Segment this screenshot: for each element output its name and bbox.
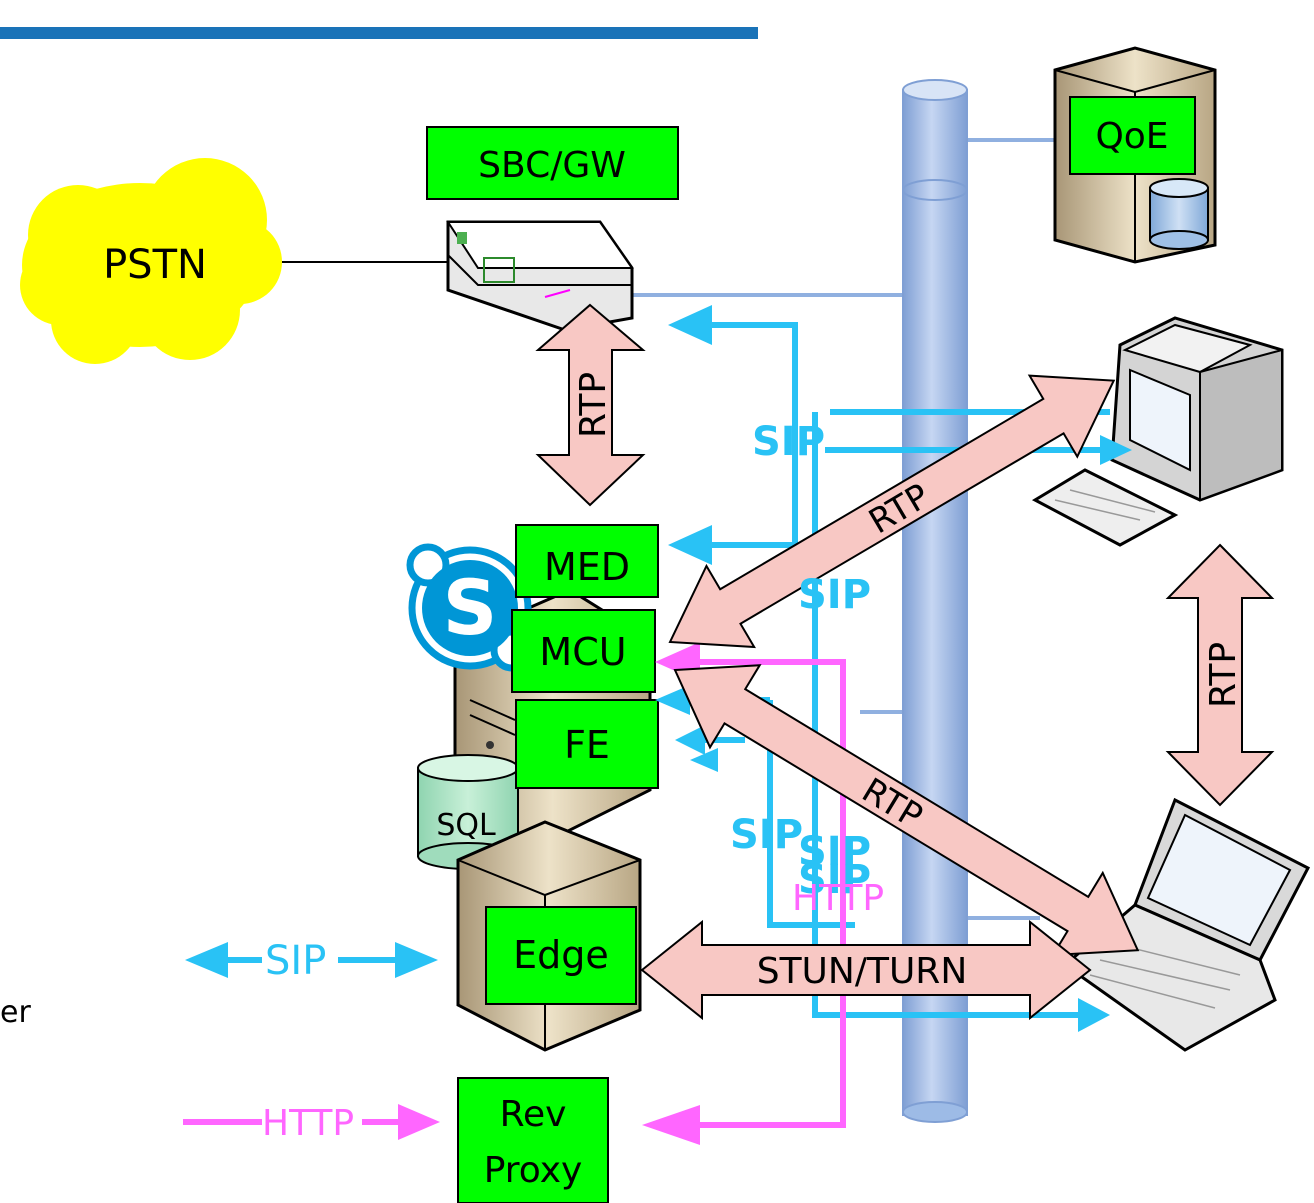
left-text-fragment: er <box>0 995 31 1030</box>
external-sip-arrow: SIP <box>185 938 438 984</box>
external-http-label: HTTP <box>262 1103 354 1144</box>
rtp-label-desktop-laptop: RTP <box>1203 642 1244 708</box>
sip-arrowheads <box>655 305 1132 1032</box>
database-icon <box>1149 178 1209 250</box>
edge-label: Edge <box>513 933 609 977</box>
rev-proxy-box <box>457 1077 609 1203</box>
sip-label-2: SIP <box>798 572 871 618</box>
external-http-arrow: HTTP <box>183 1103 440 1144</box>
rev-proxy-label-line1: Rev <box>500 1094 567 1135</box>
qoe-box <box>1069 96 1196 175</box>
rev-proxy-label-line2: Proxy <box>484 1150 583 1191</box>
rtp-arrow-sbc-med: RTP <box>535 303 646 507</box>
mcu-box <box>511 609 656 693</box>
sip-label-3: SIP <box>730 812 803 858</box>
sip-label-4: SIP <box>798 829 871 875</box>
desktop-computer-icon <box>1031 316 1284 547</box>
fe-label: FE <box>564 723 610 767</box>
svg-text:S: S <box>443 563 498 652</box>
http-path <box>690 659 846 1128</box>
qoe-label: QoE <box>1095 116 1168 157</box>
rtp-label-sbc-med: RTP <box>573 372 614 438</box>
med-box <box>515 524 659 598</box>
http-arrow-revproxy <box>642 1105 700 1145</box>
rtp-arrow-desktop-laptop: RTP <box>1165 543 1275 807</box>
sbc-gw-label: SBC/GW <box>478 145 626 186</box>
gateway-device-icon <box>446 220 634 332</box>
sbc-gw-box <box>426 126 679 200</box>
fe-box <box>515 699 659 789</box>
http-label-mid: HTTP <box>792 878 884 919</box>
pstn-cloud: PSTN <box>20 158 452 364</box>
med-label: MED <box>544 545 630 589</box>
header-bar <box>0 27 758 39</box>
pstn-label: PSTN <box>103 242 207 288</box>
sql-label: SQL <box>436 808 496 843</box>
stun-turn-label: STUN/TURN <box>757 951 968 992</box>
external-sip-label: SIP <box>265 938 326 984</box>
mcu-label: MCU <box>539 630 626 674</box>
edge-box <box>485 906 637 1005</box>
sip-label-1: SIP <box>752 419 825 465</box>
sip-label-5: SIP <box>798 857 871 903</box>
stun-turn-arrow: STUN/TURN <box>640 919 1092 1021</box>
